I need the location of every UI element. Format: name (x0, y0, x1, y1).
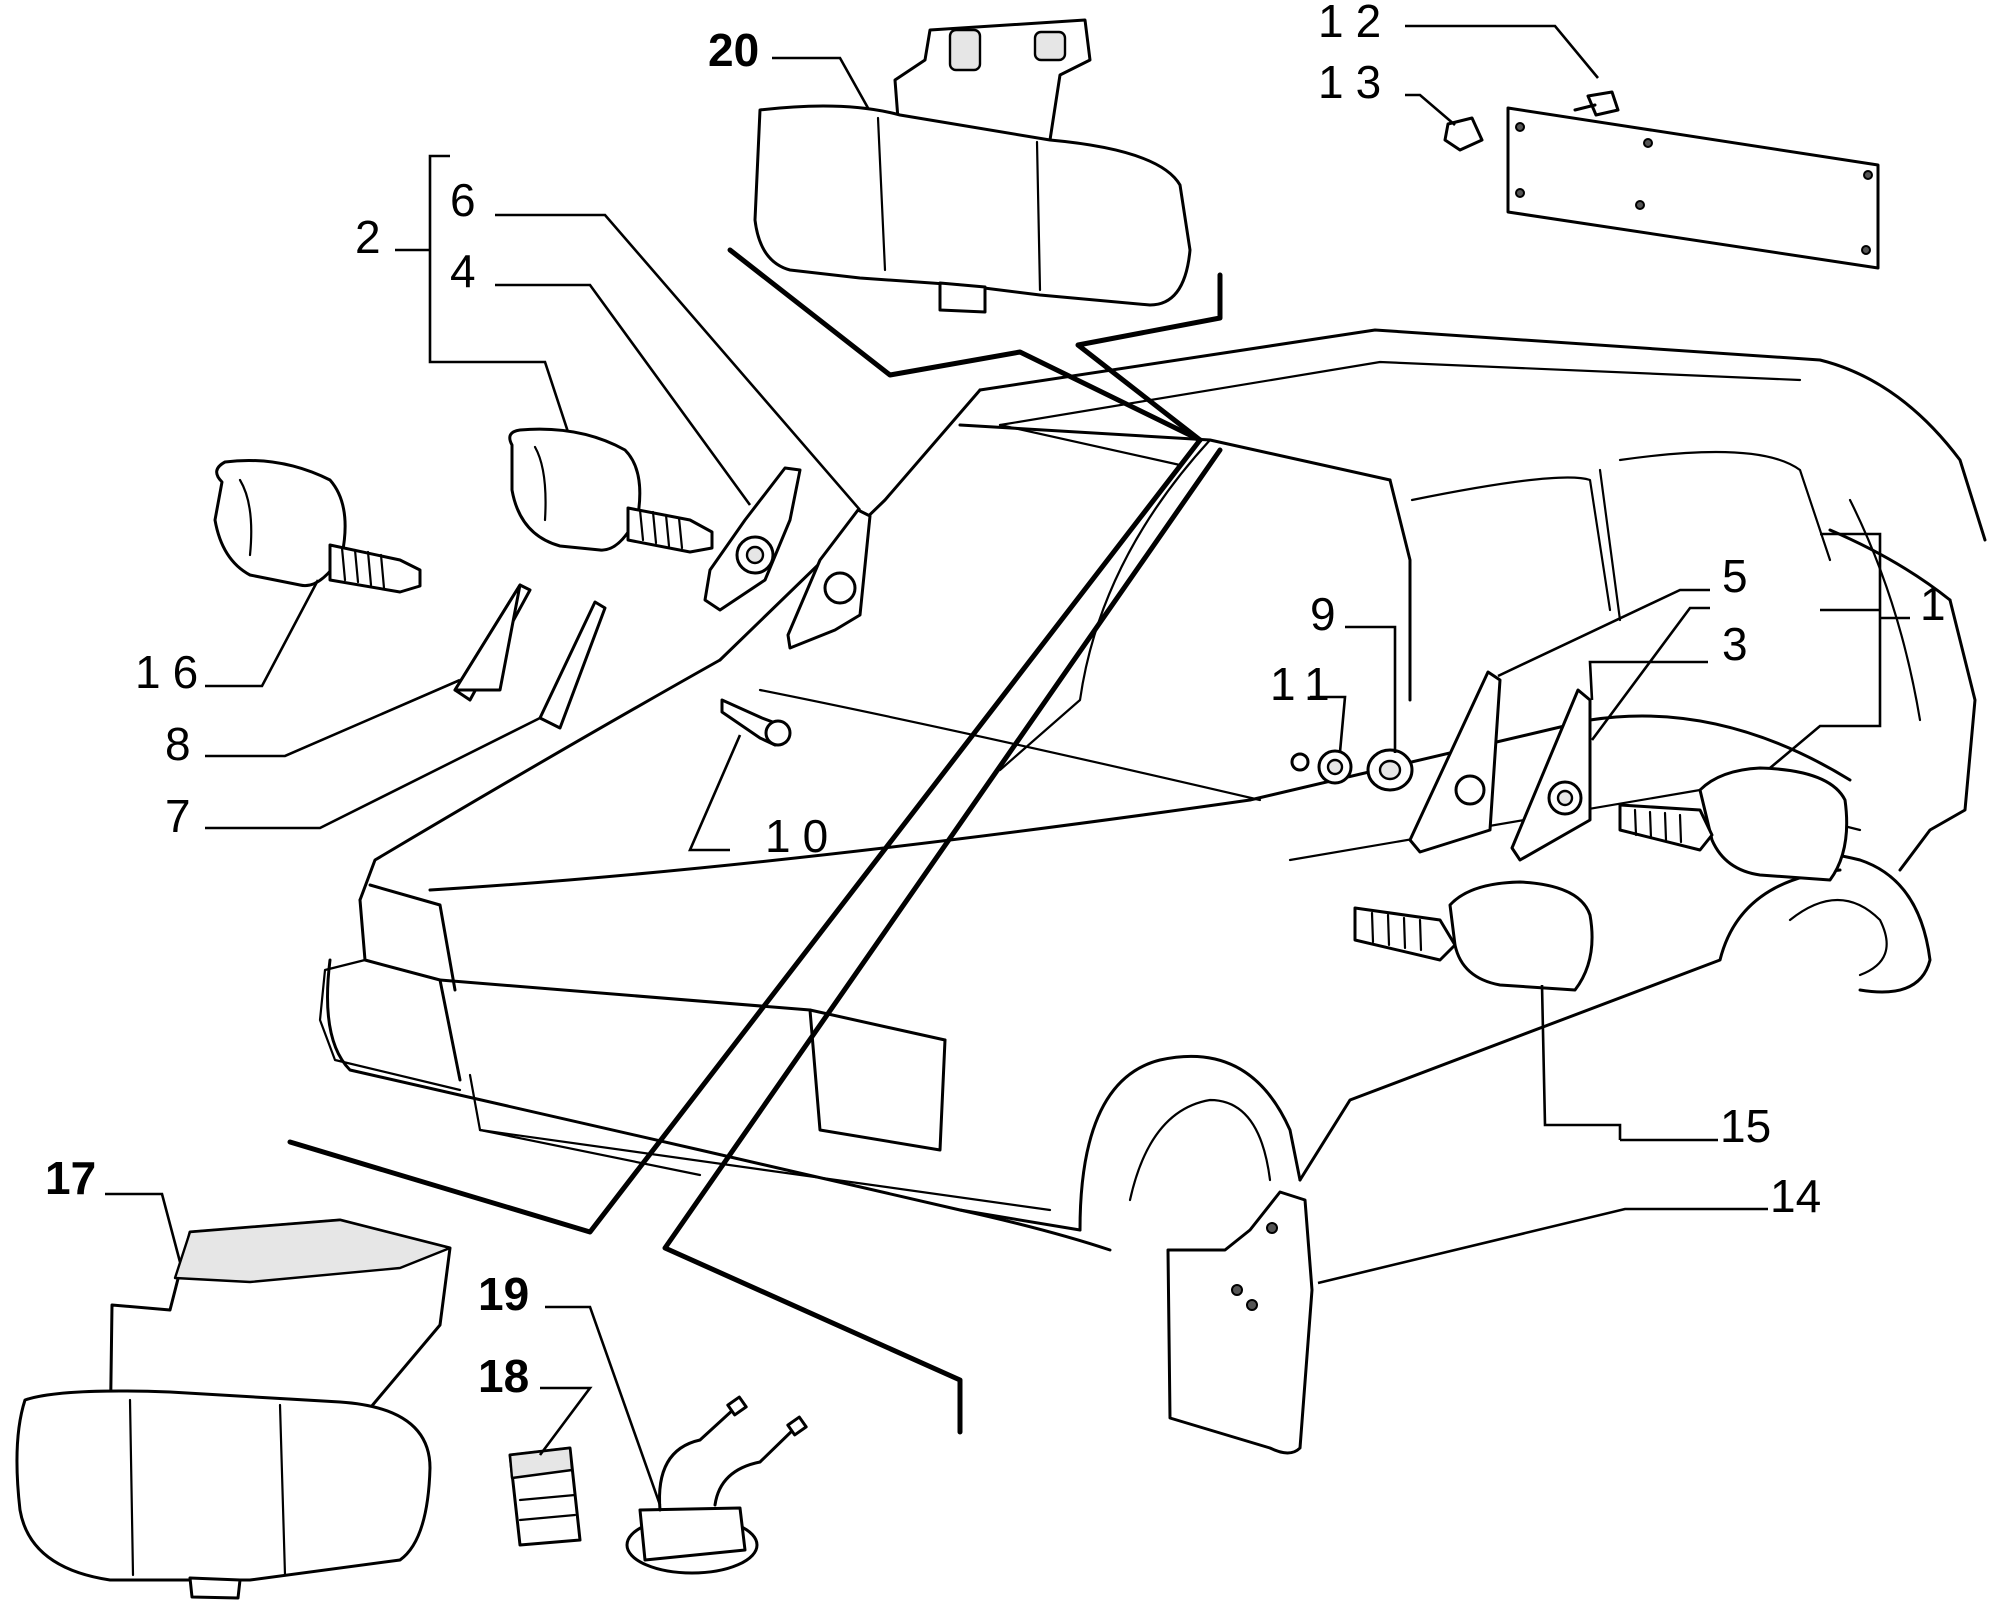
triangle-panel-8 (453, 583, 532, 702)
callout-6: 6 (450, 174, 476, 226)
screw-12-icon (1573, 90, 1620, 117)
callout-20: 20 (708, 24, 759, 76)
left-mirror-16 (213, 459, 422, 594)
right-mirror-1 (1618, 766, 1849, 882)
callout-labels: 12 13 20 6 2 4 16 8 7 10 11 9 5 3 1 15 1… (45, 0, 1946, 1402)
callout-9: 9 (1310, 588, 1336, 640)
washer-11-icon (1290, 749, 1353, 785)
callout-10: 10 (765, 810, 840, 862)
callout-12: 12 (1318, 0, 1393, 47)
interior-mirror-bottom (15, 1218, 452, 1600)
callout-11: 11 (1270, 658, 1342, 710)
leader-windscreen-19 (662, 447, 1223, 1435)
callout-3: 3 (1722, 618, 1748, 670)
connector-19-icon (625, 1395, 808, 1575)
mirror-trim-6 (786, 508, 872, 650)
callout-13: 13 (1318, 56, 1393, 108)
callout-4: 4 (450, 245, 476, 297)
mirror-trim-5 (1408, 670, 1502, 854)
leader-lines (105, 24, 1910, 1506)
mirror-base-plate-3 (1510, 688, 1592, 862)
leader-windscreen-17 (287, 437, 1203, 1235)
callout-17: 17 (45, 1152, 96, 1204)
mirror-mount-slot-icon (948, 28, 982, 72)
mud-flap-14 (1166, 1190, 1314, 1455)
right-mirror-15 (1353, 880, 1594, 992)
triangle-panel-7 (538, 600, 607, 730)
leader-windscreen-20b (1075, 272, 1223, 443)
callout-5: 5 (1722, 550, 1748, 602)
callout-16: 16 (135, 646, 210, 698)
leader-windscreen-20 (727, 247, 1203, 443)
callout-1: 1 (1920, 578, 1946, 630)
washer-9-icon (1366, 748, 1414, 792)
left-mirror-2 (508, 427, 714, 554)
bolt-10-icon (720, 698, 792, 747)
switch-18-icon (508, 1446, 582, 1547)
callout-2: 2 (355, 211, 381, 263)
callout-14: 14 (1770, 1170, 1821, 1222)
callout-18: 18 (478, 1350, 529, 1402)
mirror-base-plate-4 (703, 466, 802, 612)
interior-mirror-top (753, 18, 1192, 314)
callout-8: 8 (165, 718, 191, 770)
mirror-mount-slot-icon (1033, 30, 1067, 62)
clip-13-icon (1443, 116, 1484, 152)
callout-7: 7 (165, 790, 191, 842)
callout-19: 19 (478, 1268, 529, 1320)
license-plate-holder (1506, 106, 1880, 270)
callout-15: 15 (1720, 1100, 1771, 1152)
